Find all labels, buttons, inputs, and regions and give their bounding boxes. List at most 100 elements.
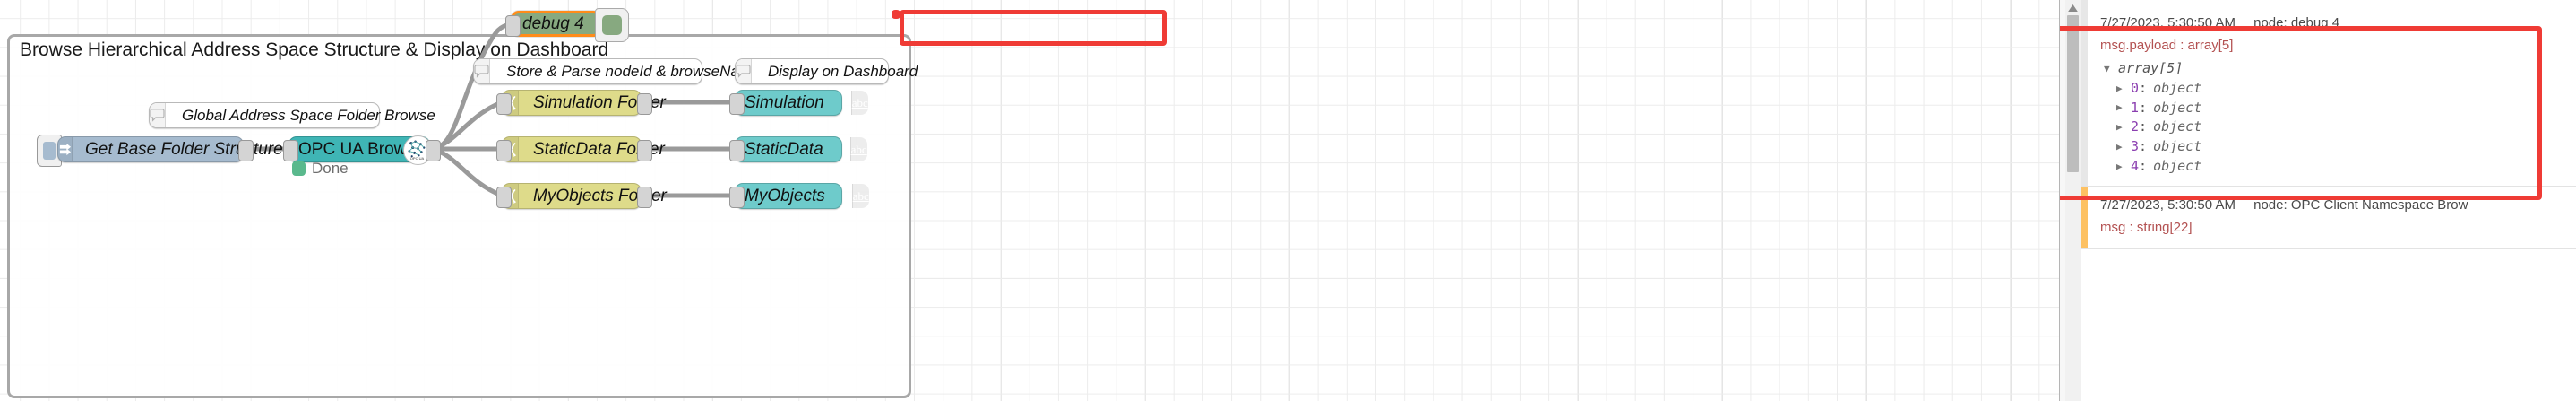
tree-item-colon: : (2139, 138, 2148, 155)
function-node-myobjects-folder[interactable]: MyObjects Folder (502, 183, 667, 209)
tree-item-row[interactable]: ▶ 1 : object (2100, 99, 2572, 118)
debug-node-4[interactable]: debug 4 (511, 11, 620, 37)
svg-text:OPC UA: OPC UA (410, 156, 425, 161)
status-dot (292, 161, 306, 176)
inject-arrow-icon (58, 137, 73, 161)
tree-item-colon: : (2139, 158, 2148, 175)
tree-item-key: 4 (2131, 158, 2140, 175)
chevron-right-icon[interactable]: ▶ (2116, 101, 2123, 114)
port-input-ui-simulation[interactable] (729, 93, 745, 115)
debug-message-list[interactable]: 7/27/2023, 5:30:50 AM node: debug 4 msg.… (2081, 0, 2576, 401)
message-body: 7/27/2023, 5:30:50 AM node: debug 4 msg.… (2081, 13, 2576, 177)
ui-text-node-simulation[interactable]: Simulation abc (735, 90, 868, 116)
message-timestamp: 7/27/2023, 5:30:50 AM (2100, 15, 2236, 31)
debug-node-label: debug 4 (522, 13, 584, 33)
tree-item-type: object (2153, 79, 2202, 96)
function-node-label: Simulation Folder (533, 92, 666, 112)
debug-enable-button[interactable] (595, 8, 629, 42)
tree-item-key: 3 (2131, 138, 2140, 155)
tree-item-row[interactable]: ▶ 4 : object (2100, 157, 2572, 177)
comment-icon (150, 103, 166, 127)
tree-item-type: object (2153, 118, 2202, 135)
tree-item-row[interactable]: ▶ 3 : object (2100, 137, 2572, 157)
ui-text-label: Simulation (745, 92, 824, 112)
ui-text-label: StaticData (745, 139, 823, 159)
comment-icon (474, 59, 490, 83)
port-input-ui-staticdata[interactable] (729, 140, 745, 161)
message-node-name: node: OPC Client Namespace Brow (2253, 197, 2468, 214)
port-input-opcua[interactable] (283, 140, 298, 161)
chevron-right-icon[interactable]: ▶ (2116, 121, 2123, 134)
group-browse-hierarchical[interactable] (7, 34, 911, 398)
comment-label: Store & Parse nodeId & browseName (506, 62, 761, 80)
abc-icon-text: abc (850, 142, 867, 156)
debug-message[interactable]: 7/27/2023, 5:30:50 AM node: debug 4 msg.… (2081, 0, 2576, 187)
tree-item-key: 1 (2131, 99, 2140, 116)
debug-message[interactable]: 7/27/2023, 5:30:50 AM node: OPC Client N… (2081, 187, 2576, 249)
message-payload-tree[interactable]: ▼ array[5] ▶ 0 : object ▶ 1 : (2100, 59, 2572, 177)
ui-text-label: MyObjects (745, 186, 825, 205)
abc-icon-text: abc (852, 188, 869, 203)
tree-item-row[interactable]: ▶ 0 : object (2100, 79, 2572, 99)
message-body: 7/27/2023, 5:30:50 AM node: OPC Client N… (2081, 195, 2576, 241)
inject-node-get-base-folder-structure[interactable]: Get Base Folder Structure ¹ (57, 136, 293, 162)
tree-item-type: object (2153, 99, 2202, 116)
port-output-staticdata-folder[interactable] (637, 140, 652, 161)
message-timestamp: 7/27/2023, 5:30:50 AM (2100, 197, 2236, 214)
message-node-name: node: debug 4 (2253, 15, 2340, 31)
ui-text-node-myobjects[interactable]: MyObjects abc (735, 183, 869, 209)
comment-node-display-dashboard[interactable]: Display on Dashboard (735, 58, 918, 84)
chevron-down-icon[interactable]: ▼ (2104, 62, 2110, 74)
tree-item-colon: : (2139, 118, 2148, 135)
comment-label: Global Address Space Folder Browse (182, 106, 435, 124)
function-node-label: StaticData Folder (533, 139, 665, 159)
port-output-opcua[interactable] (426, 140, 441, 161)
function-node-label: MyObjects Folder (533, 186, 667, 205)
comment-node-global-address-space[interactable]: Global Address Space Folder Browse (149, 102, 435, 128)
chevron-right-icon[interactable]: ▶ (2116, 82, 2123, 94)
tree-item-type: object (2153, 138, 2202, 155)
tree-item-row[interactable]: ▶ 2 : object (2100, 118, 2572, 137)
abc-icon-text: abc (851, 95, 868, 109)
comment-label: Display on Dashboard (768, 62, 918, 80)
flow-canvas[interactable]: Browse Hierarchical Address Space Struct… (0, 0, 2059, 401)
tree-item-colon: : (2139, 79, 2148, 96)
inject-node-label: Get Base Folder Structure ¹ (85, 139, 294, 159)
sidebar-scrollbar-thumb[interactable] (2067, 15, 2079, 172)
message-gutter (2081, 187, 2088, 248)
port-input-myobjects-folder[interactable] (496, 187, 512, 208)
chevron-right-icon[interactable]: ▶ (2116, 141, 2123, 153)
status-text: Done (312, 160, 349, 177)
chevron-right-icon[interactable]: ▶ (2116, 161, 2123, 173)
annotation-highlight-debug-node (892, 10, 900, 19)
ui-text-node-staticdata[interactable]: StaticData abc (735, 136, 867, 162)
message-meta: 7/27/2023, 5:30:50 AM node: OPC Client N… (2100, 195, 2572, 215)
function-node-staticdata-folder[interactable]: StaticData Folder (502, 136, 665, 162)
message-topic: msg : string[22] (2100, 220, 2193, 236)
port-output-myobjects-folder[interactable] (637, 187, 652, 208)
port-input-debug[interactable] (505, 15, 521, 37)
tree-item-key: 0 (2131, 79, 2140, 96)
function-node-simulation-folder[interactable]: Simulation Folder (502, 90, 666, 116)
message-gutter (2081, 0, 2088, 187)
abc-icon: abc (849, 137, 867, 161)
tree-root-row[interactable]: ▼ array[5] (2100, 59, 2572, 79)
comment-node-store-parse[interactable]: Store & Parse nodeId & browseName (473, 58, 760, 84)
message-topic: msg.payload : array[5] (2100, 38, 2234, 54)
tree-item-key: 2 (2131, 118, 2140, 135)
port-input-staticdata-folder[interactable] (496, 140, 512, 161)
port-output-inject[interactable] (238, 140, 254, 161)
scroll-up-arrow-icon[interactable] (2065, 0, 2081, 15)
abc-icon: abc (851, 184, 869, 208)
port-output-simulation-folder[interactable] (637, 93, 652, 115)
inject-trigger-glyph (43, 142, 56, 160)
opcua-status: Done (292, 160, 349, 178)
tree-root-label: array[5] (2118, 59, 2184, 76)
debug-sidebar[interactable]: 7/27/2023, 5:30:50 AM node: debug 4 msg.… (2059, 0, 2576, 401)
message-meta: 7/27/2023, 5:30:50 AM node: debug 4 (2100, 13, 2572, 33)
tree-item-type: object (2153, 158, 2202, 175)
port-input-simulation-folder[interactable] (496, 93, 512, 115)
abc-icon: abc (850, 91, 868, 115)
port-input-ui-myobjects[interactable] (729, 187, 745, 208)
